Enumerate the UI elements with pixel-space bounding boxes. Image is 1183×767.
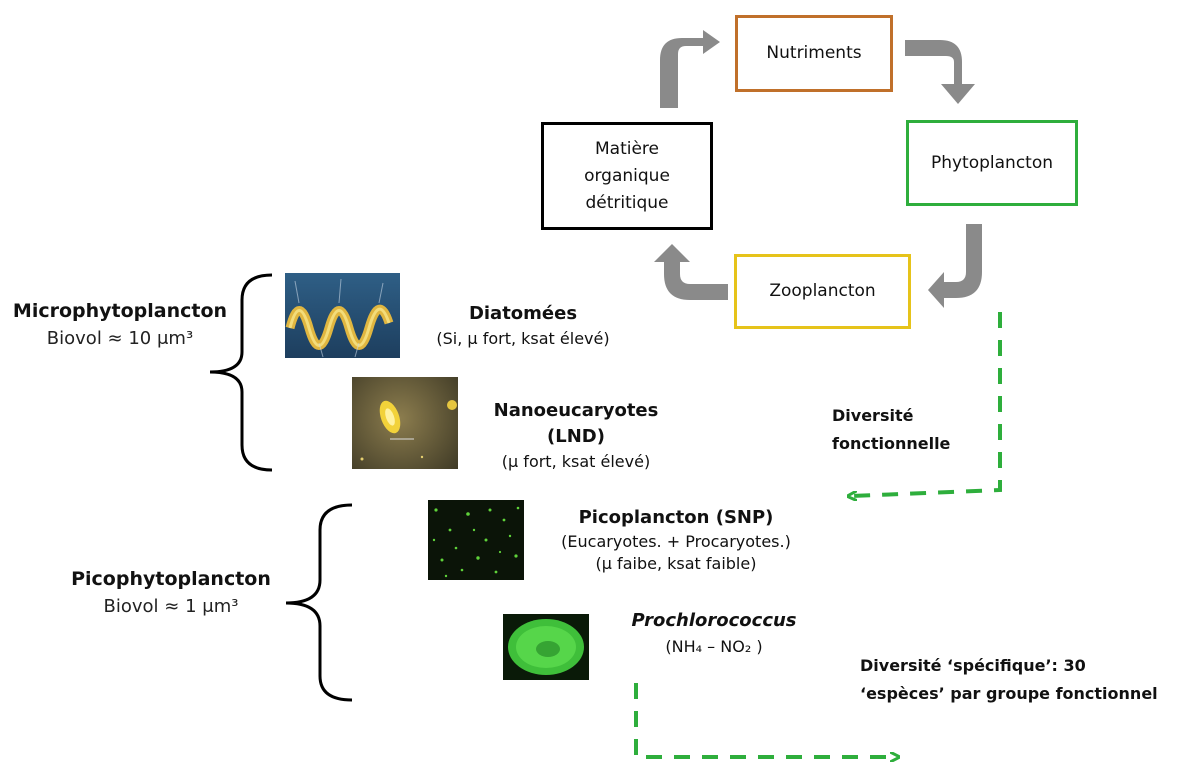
diversity-fonctionnelle: Diversité fonctionnelle xyxy=(832,406,951,453)
cycle-arrow-matiere-to-nutriments xyxy=(660,30,720,108)
dashed-arrow-functional-diversity xyxy=(852,312,1002,496)
taxon-nano-desc: (μ fort, ksat élevé) xyxy=(501,452,651,471)
box-matiere-organique: Matière organique détritique xyxy=(541,122,713,230)
brace-microphytoplancton xyxy=(209,273,273,472)
taxon-diatomees-name: Diatomées xyxy=(468,303,578,324)
group-pico: Picophytoplancton Biovol ≈ 1 μm³ xyxy=(58,568,284,617)
label-phytoplancton: Phytoplancton xyxy=(930,152,1054,173)
taxon-nano: Nanoeucaryotes (LND) (μ fort, ksat élevé… xyxy=(478,400,674,471)
taxon-pico-desc2: (μ faibe, ksat faible) xyxy=(595,554,757,573)
group-pico-biovol: Biovol ≈ 1 μm³ xyxy=(103,596,239,617)
prochlorococcus-photo-icon xyxy=(503,614,589,680)
diversity-specifique: Diversité ‘spécifique’: 30 ‘espèces’ par… xyxy=(860,656,1158,703)
nanoeukaryote-photo-icon xyxy=(352,377,458,469)
cycle-arrow-phytoplancton-to-zooplancton xyxy=(928,224,982,308)
label-zooplancton: Zooplancton xyxy=(769,281,876,301)
taxon-pico-name: Picoplancton (SNP) xyxy=(578,507,774,528)
label-matiere-organique: Matière organique détritique xyxy=(584,138,670,213)
taxon-prochlorococcus-name: Prochlorococcus xyxy=(631,610,797,631)
taxon-pico-desc1: (Eucaryotes. + Procaryotes.) xyxy=(561,532,791,551)
taxon-pico: Picoplancton (SNP) (Eucaryotes. + Procar… xyxy=(535,507,817,573)
taxon-diatomees-desc: (Si, μ fort, ksat élevé) xyxy=(436,329,610,348)
taxon-nano-name: Nanoeucaryotes xyxy=(493,400,659,421)
diatom-photo-icon xyxy=(285,273,400,358)
box-zooplancton: Zooplancton xyxy=(734,254,911,329)
label-nutriments: Nutriments xyxy=(766,43,862,63)
group-micro-biovol: Biovol ≈ 10 μm³ xyxy=(46,328,194,349)
group-pico-name: Picophytoplancton xyxy=(71,568,271,590)
cycle-arrow-zooplancton-to-matiere xyxy=(654,244,728,300)
box-phytoplancton: Phytoplancton xyxy=(906,120,1078,206)
taxon-nano-sub: (LND) xyxy=(547,426,605,447)
taxon-prochlorococcus: Prochlorococcus (NH₄ – NO₂ ) xyxy=(616,610,812,656)
taxon-prochlorococcus-formula: (NH₄ – NO₂ ) xyxy=(665,637,763,656)
picoplankton-photo-icon xyxy=(428,500,524,580)
dashed-arrow-specific-diversity xyxy=(634,683,895,757)
brace-picophytoplancton xyxy=(285,503,353,702)
taxon-diatomees: Diatomées (Si, μ fort, ksat élevé) xyxy=(418,303,628,348)
group-micro: Microphytoplancton Biovol ≈ 10 μm³ xyxy=(4,300,236,349)
cycle-arrow-nutriments-to-phytoplancton xyxy=(905,40,975,104)
box-nutriments: Nutriments xyxy=(735,15,893,92)
group-micro-name: Microphytoplancton xyxy=(12,300,228,322)
